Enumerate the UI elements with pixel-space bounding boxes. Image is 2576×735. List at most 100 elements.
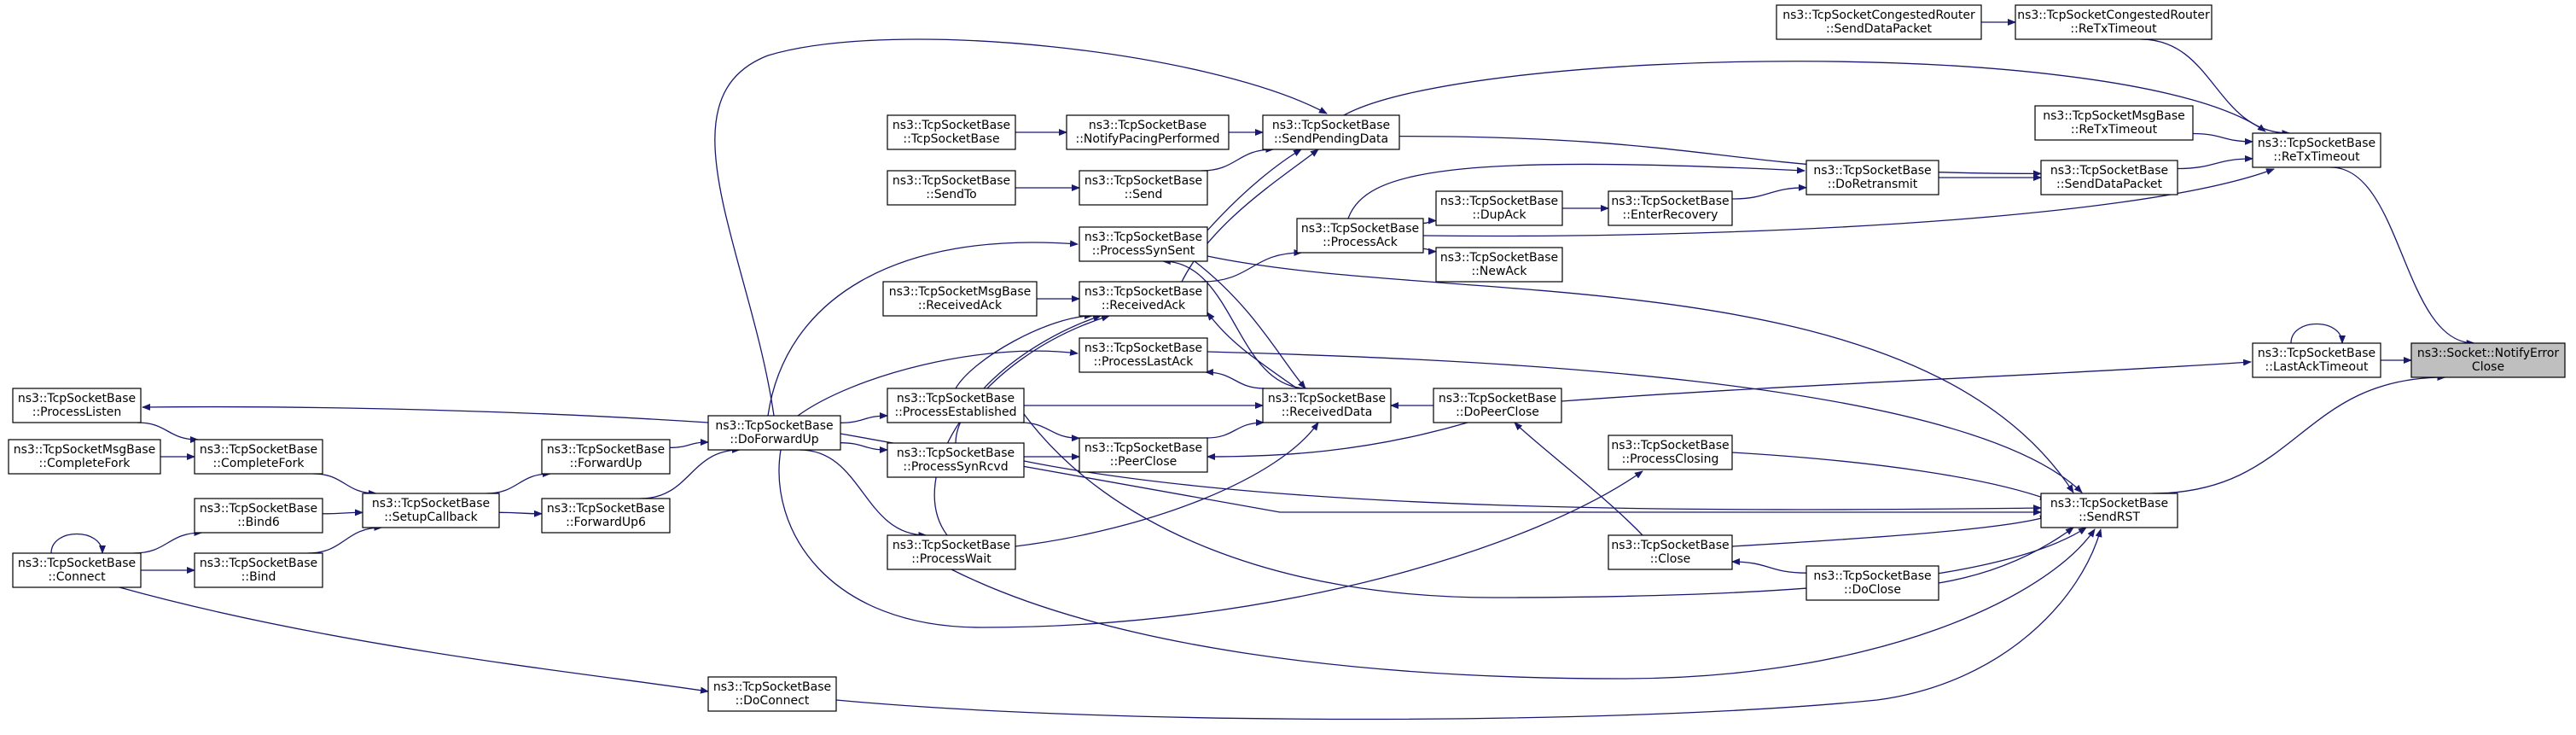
node-doforwardup[interactable]: ns3::TcpSocketBase::DoForwardUp <box>707 415 841 451</box>
node-label-line: ns3::TcpSocketBase <box>1084 174 1202 188</box>
node-label-line: ::Bind6 <box>237 516 280 529</box>
node-label-line: ns3::TcpSocketBase <box>372 497 490 510</box>
node-label-line: ::SetupCallback <box>384 510 478 524</box>
node-processlisten[interactable]: ns3::TcpSocketBase::ProcessListen <box>12 388 142 423</box>
node-label-line: ns3::TcpSocketMsgBase <box>14 443 155 457</box>
edge-lastack_timeout-to-lastack_timeout <box>2290 324 2346 344</box>
node-label-line: ns3::TcpSocketCongestedRouter <box>1782 9 1975 22</box>
edge-processlisten-to-completefork <box>137 422 199 443</box>
node-close[interactable]: ns3::TcpSocketBase::Close <box>1608 534 1733 570</box>
node-label-line: ::SendTo <box>926 188 976 201</box>
edge-receiveddata-to-receivedack <box>1207 312 1298 389</box>
node-send[interactable]: ns3::TcpSocketBase::Send <box>1079 170 1208 206</box>
node-label-line: ns3::TcpSocketBase <box>1440 195 1558 208</box>
node-label-line: ns3::TcpSocketBase <box>1611 439 1729 452</box>
node-label-line: ns3::TcpSocketMsgBase <box>2043 109 2184 123</box>
node-processsynsent[interactable]: ns3::TcpSocketBase::ProcessSynSent <box>1079 226 1208 262</box>
edge-connect-to-doconnect <box>119 586 709 694</box>
node-sendrst[interactable]: ns3::TcpSocketBase::SendRST <box>2040 493 2178 528</box>
edge-doforwardup-to-processsynsent <box>767 240 1079 417</box>
node-label-line: ::DoClose <box>1844 583 1901 597</box>
node-cong_retx[interactable]: ns3::TcpSocketCongestedRouter::ReTxTimeo… <box>2015 4 2213 40</box>
node-bind[interactable]: ns3::TcpSocketBase::Bind <box>194 552 323 588</box>
node-forwardup[interactable]: ns3::TcpSocketBase::ForwardUp <box>541 439 671 475</box>
node-dopeerclose[interactable]: ns3::TcpSocketBase::DoPeerClose <box>1433 388 1562 423</box>
edge-dopeerclose-to-lastack_timeout <box>1561 359 2252 402</box>
node-msgbase_receivedack[interactable]: ns3::TcpSocketMsgBase::ReceivedAck <box>882 281 1038 317</box>
node-label-line: ns3::TcpSocketBase <box>893 539 1010 552</box>
node-label-line: ::ReceivedAck <box>1102 299 1186 312</box>
node-label-line: ns3::TcpSocketBase <box>893 174 1010 188</box>
node-label-line: ns3::TcpSocketBase <box>2050 497 2168 510</box>
node-senddatapacket[interactable]: ns3::TcpSocketBase::SendDataPacket <box>2040 160 2178 195</box>
edge-processack-to-newack <box>1422 248 1437 255</box>
edge-doforwardup-to-processclosing <box>778 449 1643 628</box>
edge-close-to-sendrst <box>1731 515 2049 547</box>
node-label-line: ::DupAck <box>1472 208 1526 222</box>
node-label-line: ::TcpSocketBase <box>903 132 999 146</box>
node-label-line: ::ReceivedAck <box>918 299 1003 312</box>
node-processestablished[interactable]: ns3::TcpSocketBase::ProcessEstablished <box>887 388 1025 423</box>
node-receiveddata[interactable]: ns3::TcpSocketBase::ReceivedData <box>1262 388 1392 423</box>
edge-doforwardup-to-processlastack <box>797 348 1079 417</box>
node-newack[interactable]: ns3::TcpSocketBase::NewAck <box>1435 247 1563 283</box>
node-receivedack[interactable]: ns3::TcpSocketBase::ReceivedAck <box>1079 281 1208 317</box>
edge-doforwardup-to-processlisten <box>142 403 709 423</box>
node-setupcallback[interactable]: ns3::TcpSocketBase::SetupCallback <box>362 493 500 528</box>
node-retx_base[interactable]: ns3::TcpSocketBase::ReTxTimeout <box>2252 132 2381 168</box>
node-label-line: ns3::Socket::NotifyError <box>2417 347 2560 360</box>
node-label-line: ns3::TcpSocketBase <box>713 680 831 694</box>
node-label-line: ns3::TcpSocketBase <box>1084 285 1202 299</box>
node-label-line: ::Close <box>1650 552 1691 566</box>
node-label-line: ::NewAck <box>1471 265 1527 278</box>
node-lastack_timeout[interactable]: ns3::TcpSocketBase::LastAckTimeout <box>2252 342 2381 378</box>
node-label-line: ::SendRST <box>2079 510 2140 524</box>
node-dupack[interactable]: ns3::TcpSocketBase::DupAck <box>1435 190 1563 226</box>
node-label-line: ns3::TcpSocketBase <box>18 557 136 570</box>
node-doretransmit[interactable]: ns3::TcpSocketBase::DoRetransmit <box>1806 160 1939 195</box>
edge-connect-to-connect <box>50 534 106 554</box>
node-processlastack[interactable]: ns3::TcpSocketBase::ProcessLastAck <box>1079 337 1208 373</box>
node-enterrecovery[interactable]: ns3::TcpSocketBase::EnterRecovery <box>1608 190 1733 226</box>
edge-forwardup-to-doforwardup <box>669 439 709 449</box>
node-processwait[interactable]: ns3::TcpSocketBase::ProcessWait <box>887 534 1016 570</box>
node-msgbase_retx[interactable]: ns3::TcpSocketMsgBase::ReTxTimeout <box>2034 105 2194 141</box>
node-processclosing[interactable]: ns3::TcpSocketBase::ProcessClosing <box>1608 435 1733 470</box>
node-label-line: ns3::TcpSocketBase <box>18 392 136 405</box>
edge-setupcallback-to-forwardup <box>486 470 551 494</box>
node-processsynrcvd[interactable]: ns3::TcpSocketBase::ProcessSynRcvd <box>887 442 1025 478</box>
node-label-line: ::CompleteFork <box>39 457 131 470</box>
node-msgbase_completefork[interactable]: ns3::TcpSocketMsgBase::CompleteFork <box>8 439 161 475</box>
node-doclose[interactable]: ns3::TcpSocketBase::DoClose <box>1806 565 1939 601</box>
edge-processack-to-retx_base <box>1422 168 2275 237</box>
node-cong_senddata[interactable]: ns3::TcpSocketCongestedRouter::SendDataP… <box>1776 4 1982 40</box>
node-label-line: ::PeerClose <box>1110 455 1178 469</box>
node-notifypacing[interactable]: ns3::TcpSocketBase::NotifyPacingPerforme… <box>1066 114 1230 150</box>
node-peerclose[interactable]: ns3::TcpSocketBase::PeerClose <box>1079 437 1208 473</box>
node-label-line: ns3::TcpSocketBase <box>715 419 833 433</box>
node-label-line: ::EnterRecovery <box>1623 208 1718 222</box>
node-label-line: ::SendPendingData <box>1274 132 1388 146</box>
node-connect[interactable]: ns3::TcpSocketBase::Connect <box>12 552 142 588</box>
node-tcpsocketbase[interactable]: ns3::TcpSocketBase::TcpSocketBase <box>887 114 1016 150</box>
node-completefork[interactable]: ns3::TcpSocketBase::CompleteFork <box>194 439 323 475</box>
node-processack[interactable]: ns3::TcpSocketBase::ProcessAck <box>1296 218 1424 254</box>
edge-processestablished-to-receivedack <box>955 312 1093 389</box>
node-label-line: ns3::TcpSocketBase <box>2050 164 2168 178</box>
node-forwardup6[interactable]: ns3::TcpSocketBase::ForwardUp6 <box>541 498 671 534</box>
edge-receiveddata-to-processlastack <box>1204 369 1265 389</box>
node-sendto[interactable]: ns3::TcpSocketBase::SendTo <box>887 170 1016 206</box>
node-bind6[interactable]: ns3::TcpSocketBase::Bind6 <box>194 498 323 534</box>
edge-enterrecovery-to-doretransmit <box>1731 184 1807 200</box>
edge-processack-to-doretransmit <box>1347 163 1806 219</box>
node-label-line: ns3::TcpSocketBase <box>547 502 665 516</box>
node-label-line: ns3::TcpSocketBase <box>2258 137 2375 150</box>
node-label-line: ns3::TcpSocketBase <box>1272 119 1390 132</box>
node-sendpending[interactable]: ns3::TcpSocketBase::SendPendingData <box>1262 114 1400 150</box>
edge-doforwardup-to-processsynrcvd <box>840 442 888 453</box>
node-label-line: ::ProcessListen <box>32 405 122 419</box>
node-doconnect[interactable]: ns3::TcpSocketBase::DoConnect <box>707 676 837 712</box>
edge-processclosing-to-sendrst <box>1731 452 2049 500</box>
